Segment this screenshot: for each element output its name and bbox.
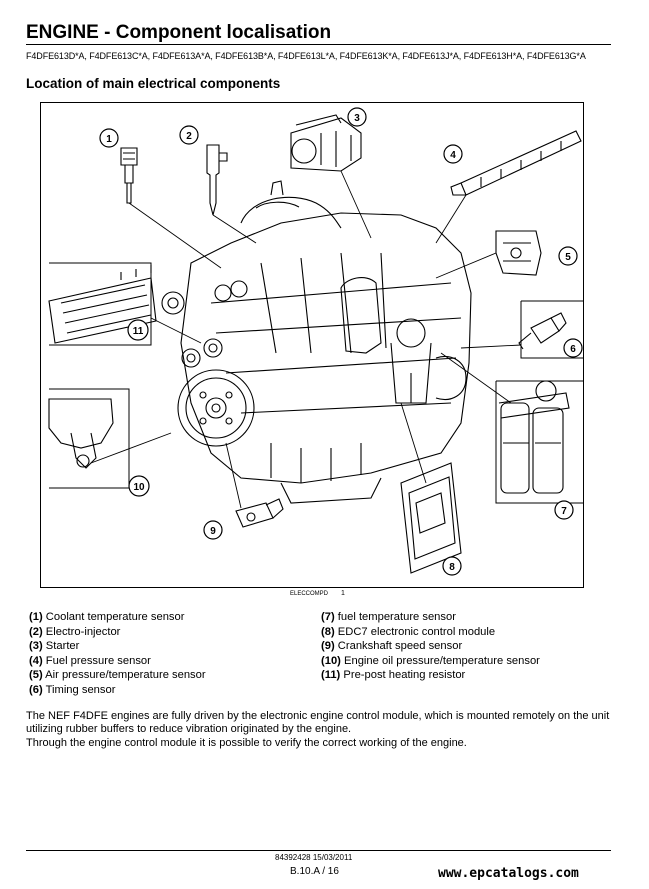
watermark: www.epcatalogs.com [438,866,579,881]
legend-item: (7) fuel temperature sensor [321,611,456,623]
starter-drawing [290,114,362,172]
injector-drawing [206,144,228,216]
page-number: B.10.A / 16 [290,866,339,877]
svg-text:5: 5 [565,252,571,263]
oil-sensor-inset-drawing [48,398,114,469]
svg-text:2: 2 [186,131,192,142]
timing-sensor-drawing [518,312,567,350]
svg-text:11: 11 [133,326,144,337]
fuel-filter-drawing [498,380,570,494]
description-text: The NEF F4DFE engines are fully driven b… [26,710,616,750]
legend-item: (9) Crankshaft speed sensor [321,640,463,653]
callout-2: 2 [179,125,199,145]
legend-item: (10) Engine oil pressure/temperature sen… [321,654,540,667]
fuel-rail-drawing [450,130,582,196]
legend-item: (1) Coolant temperature sensor [29,611,185,623]
legend-item: (11) Pre-post heating resistor [321,669,466,682]
legend-item: (6) Timing sensor [29,683,116,696]
svg-text:10: 10 [133,482,145,493]
legend-item: (4) Fuel pressure sensor [29,654,151,667]
svg-text:8: 8 [449,562,455,573]
callout-7: 7 [554,500,574,520]
svg-text:6: 6 [570,344,576,355]
legend-item: (3) Starter [29,640,80,653]
description-paragraph: The NEF F4DFE engines are fully driven b… [26,710,610,736]
engine-illustration: 1 2 3 4 5 6 7 8 9 10 11 [48,107,583,576]
callout-10: 10 [128,475,150,497]
air-pressure-sensor-drawing [495,230,542,276]
callout-6: 6 [563,338,583,358]
flywheel-drawing [177,369,255,447]
page-title: ENGINE - Component localisation [26,22,332,43]
svg-text:3: 3 [354,113,360,124]
description-paragraph: Through the engine control module it is … [26,736,467,749]
engine-component-diagram: 1 2 3 4 5 6 7 8 9 10 11 [40,102,584,588]
document-reference: 84392428 15/03/2011 [275,853,353,862]
svg-text:1: 1 [106,134,112,145]
callout-8: 8 [442,556,462,576]
crank-sensor-drawing [235,498,284,528]
svg-text:7: 7 [561,506,567,517]
callout-markers: 1 2 3 4 5 6 7 8 9 10 11 [99,107,583,576]
svg-text:9: 9 [210,526,216,537]
svg-text:4: 4 [450,150,456,161]
ecm-module-drawing [400,462,462,574]
legend-item: (2) Electro-injector [29,625,121,638]
engine-block-drawing [161,180,472,504]
section-title: Location of main electrical components [26,76,281,91]
figure-reference: ELECCOMPD [290,591,329,597]
coolant-sensor-drawing [120,147,138,204]
callout-11: 11 [127,319,149,341]
header-rule [26,44,611,45]
callout-4: 4 [443,144,463,164]
legend-right: (7) fuel temperature sensor (8) EDC7 ele… [321,610,540,683]
model-list: F4DFE613D*A, F4DFE613C*A, F4DFE613A*A, F… [26,51,586,61]
callout-9: 9 [203,520,223,540]
legend-item: (8) EDC7 electronic control module [321,625,496,638]
leader-lines [90,170,522,509]
callout-1: 1 [99,128,119,148]
footer-rule [26,850,611,851]
legend-left: (1) Coolant temperature sensor (2) Elect… [29,610,206,698]
callout-5: 5 [558,246,578,266]
callout-3: 3 [347,107,367,127]
figure-number: 1 [341,590,345,597]
legend-item: (5) Air pressure/temperature sensor [29,669,206,682]
